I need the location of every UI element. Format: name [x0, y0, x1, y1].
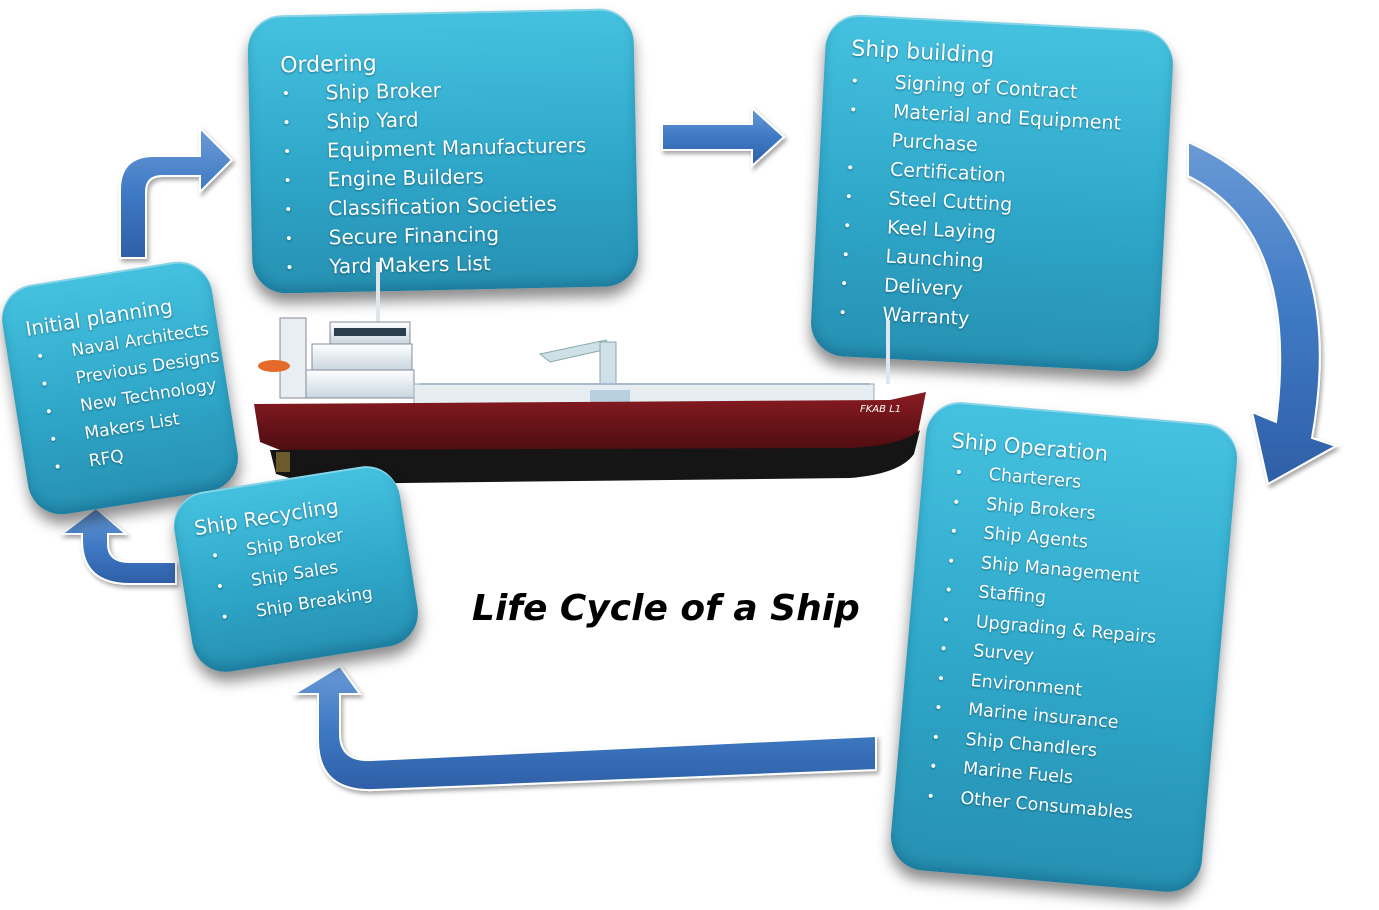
stage-ordering: Ordering Ship Broker Ship Yard Equipment… — [247, 7, 639, 295]
ship-hull — [254, 392, 926, 454]
arrow-operation-to-recycling — [290, 664, 877, 792]
cargo-deck — [590, 390, 630, 404]
ship-hull-lower — [270, 430, 920, 484]
cargo-ship-image: FKAB L1 — [254, 262, 926, 484]
stage-initial-planning: Initial planning Naval Architects Previo… — [0, 256, 243, 520]
lifeboat — [258, 360, 290, 372]
superstructure — [279, 317, 307, 399]
propeller — [276, 452, 290, 472]
stage-ship-operation: Ship Operation Charterers Ship Brokers S… — [888, 399, 1240, 895]
arrow-recycling-to-initial — [59, 506, 177, 585]
stage-item-list: Charterers Ship Brokers Ship Agents Ship… — [959, 461, 1235, 835]
stage-ship-recycling: Ship Recycling Ship Broker Ship Sales Sh… — [169, 461, 423, 677]
arrow-initial-to-ordering — [119, 125, 234, 259]
hull-name: FKAB L1 — [860, 404, 901, 415]
superstructure — [311, 343, 413, 371]
diagram-title: Life Cycle of a Ship — [472, 588, 860, 629]
mast — [376, 262, 380, 322]
mast — [886, 320, 890, 384]
superstructure — [289, 369, 415, 399]
stage-item-list: Ship Broker Ship Yard Equipment Manufact… — [325, 72, 638, 281]
bridge-windows — [334, 328, 406, 336]
stage-item-list: Naval Architects Previous Designs New Te… — [69, 314, 237, 475]
arrow-building-to-operation — [1187, 140, 1339, 486]
arrow-ordering-to-building — [661, 105, 786, 169]
